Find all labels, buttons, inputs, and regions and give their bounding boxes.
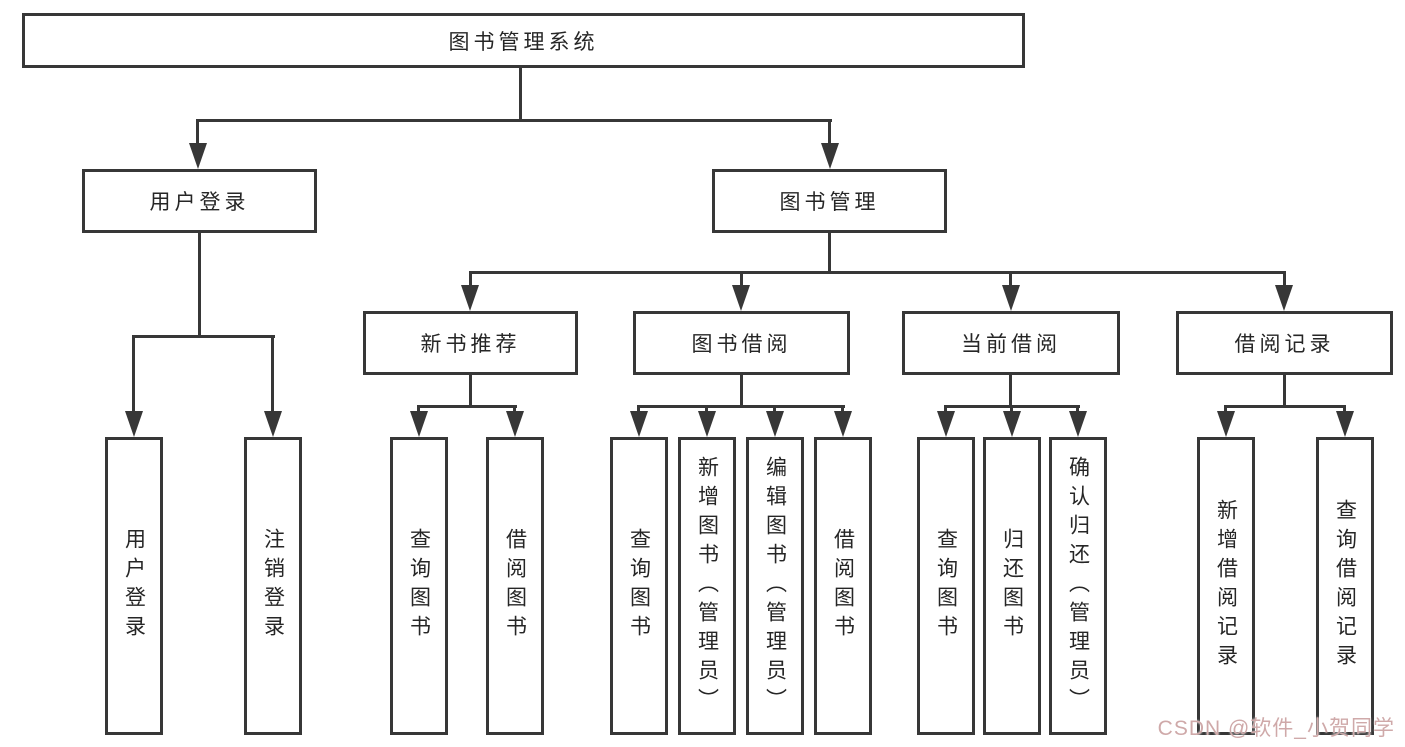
arrowhead	[1275, 285, 1293, 311]
node-leaf-confirm-return-admin: 确认归还（管理员）	[1049, 437, 1107, 735]
connector-line	[1076, 405, 1079, 412]
connector-line	[513, 405, 516, 412]
arrowhead	[821, 143, 839, 169]
connector-line	[1224, 405, 1346, 408]
node-library-management-system: 图书管理系统	[22, 13, 1025, 68]
arrowhead	[766, 411, 784, 437]
connector-line	[132, 335, 275, 338]
connector-line	[637, 405, 845, 408]
connector-line	[705, 405, 708, 412]
connector-line	[196, 119, 199, 144]
arrowhead	[630, 411, 648, 437]
arrowhead	[698, 411, 716, 437]
arrowhead	[834, 411, 852, 437]
node-book-borrowing: 图书借阅	[633, 311, 850, 375]
node-leaf-borrow-books-2: 借阅图书	[814, 437, 872, 735]
node-new-book-recommendation: 新书推荐	[363, 311, 578, 375]
node-leaf-query-books-3: 查询图书	[917, 437, 975, 735]
connector-line	[1010, 405, 1013, 412]
connector-line	[773, 405, 776, 412]
arrowhead	[461, 285, 479, 311]
connector-line	[944, 405, 947, 412]
connector-line	[637, 405, 640, 412]
connector-line	[132, 335, 135, 412]
node-leaf-user-login: 用户登录	[105, 437, 163, 735]
watermark: CSDN @软件_小贺同学	[1157, 717, 1395, 740]
node-leaf-query-borrow-record: 查询借阅记录	[1316, 437, 1374, 735]
connector-line	[469, 375, 472, 405]
connector-line	[1283, 271, 1286, 286]
connector-line	[740, 271, 743, 286]
node-user-login: 用户登录	[82, 169, 317, 233]
connector-line	[1224, 405, 1227, 412]
node-book-management: 图书管理	[712, 169, 947, 233]
arrowhead	[264, 411, 282, 437]
node-leaf-logout: 注销登录	[244, 437, 302, 735]
connector-line	[828, 233, 831, 271]
connector-line	[1343, 405, 1346, 412]
connector-line	[1009, 271, 1012, 286]
connector-line	[417, 405, 420, 412]
arrowhead	[410, 411, 428, 437]
node-leaf-borrow-books-1: 借阅图书	[486, 437, 544, 735]
connector-line	[828, 119, 831, 144]
arrowhead	[125, 411, 143, 437]
connector-line	[1283, 375, 1286, 405]
connector-line	[198, 233, 201, 335]
node-leaf-edit-books-admin: 编辑图书（管理员）	[746, 437, 804, 735]
arrowhead	[1003, 411, 1021, 437]
connector-line	[841, 405, 844, 412]
connector-line	[197, 119, 832, 122]
arrowhead	[937, 411, 955, 437]
arrowhead	[732, 285, 750, 311]
connector-line	[271, 335, 274, 412]
arrowhead	[1217, 411, 1235, 437]
connector-line	[469, 271, 472, 286]
arrowhead	[506, 411, 524, 437]
connector-line	[469, 271, 1286, 274]
node-leaf-add-borrow-record: 新增借阅记录	[1197, 437, 1255, 735]
arrowhead	[1336, 411, 1354, 437]
connector-line	[519, 68, 522, 119]
node-leaf-add-books-admin: 新增图书（管理员）	[678, 437, 736, 735]
arrowhead	[1069, 411, 1087, 437]
arrowhead	[189, 143, 207, 169]
node-leaf-return-books: 归还图书	[983, 437, 1041, 735]
node-leaf-query-books-1: 查询图书	[390, 437, 448, 735]
node-current-borrowing: 当前借阅	[902, 311, 1120, 375]
node-leaf-query-books-2: 查询图书	[610, 437, 668, 735]
connector-line	[417, 405, 517, 408]
node-borrowing-records: 借阅记录	[1176, 311, 1393, 375]
connector-line	[740, 375, 743, 405]
arrowhead	[1002, 285, 1020, 311]
connector-line	[1009, 375, 1012, 405]
